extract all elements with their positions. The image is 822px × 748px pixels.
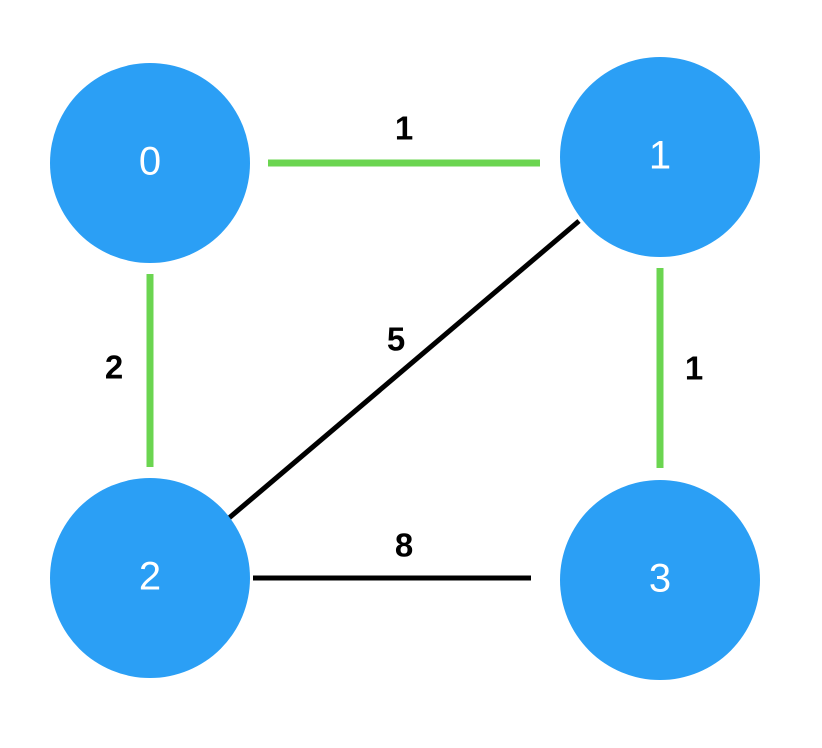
graph-node-3[interactable]: 3 xyxy=(560,480,760,680)
graph-node-0[interactable]: 0 xyxy=(50,63,250,263)
node-circle-3[interactable] xyxy=(560,480,760,680)
graph-node-1[interactable]: 1 xyxy=(560,57,760,257)
node-circle-0[interactable] xyxy=(50,63,250,263)
graph-node-2[interactable]: 2 xyxy=(50,478,250,678)
edge-weight-label-1-2: 5 xyxy=(387,321,405,358)
edge-weight-label-0-1: 1 xyxy=(395,110,413,147)
node-circle-1[interactable] xyxy=(560,57,760,257)
graph-edge-1-2[interactable] xyxy=(227,219,581,520)
edge-weight-label-1-3: 1 xyxy=(685,350,703,387)
edges-layer xyxy=(146,159,664,581)
node-circle-2[interactable] xyxy=(50,478,250,678)
edge-weight-label-2-3: 8 xyxy=(395,527,413,564)
edge-weight-label-0-2: 2 xyxy=(105,349,123,386)
edge-labels-layer: 1 2 1 5 8 xyxy=(105,110,703,564)
